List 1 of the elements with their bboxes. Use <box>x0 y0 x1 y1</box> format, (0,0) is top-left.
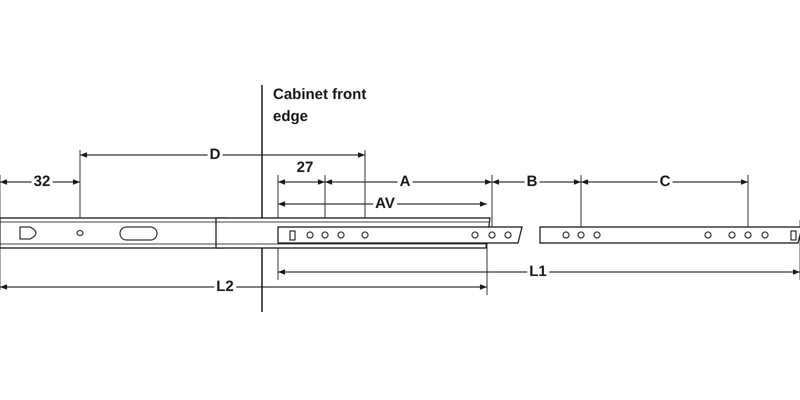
front-edge-label: Cabinet front edge <box>273 85 368 127</box>
